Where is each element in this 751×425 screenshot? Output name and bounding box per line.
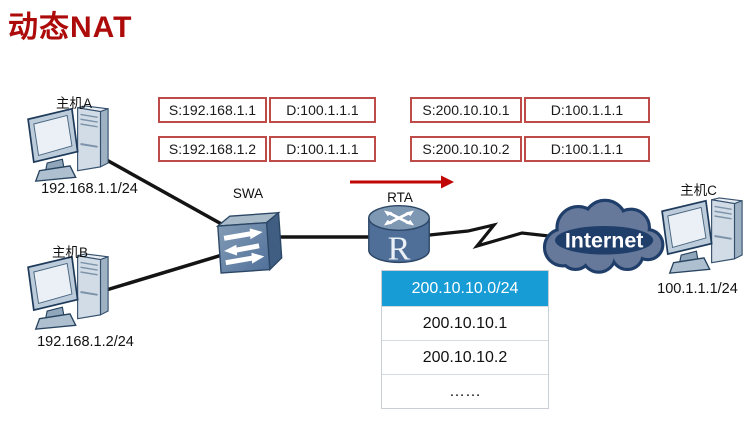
router-label: RTA xyxy=(387,190,413,205)
host-a-label: 主机A xyxy=(55,96,92,111)
packet-src: S:200.10.10.1 xyxy=(410,97,522,123)
host-c-label: 主机C xyxy=(680,183,717,198)
packet-src: S:192.168.1.2 xyxy=(158,136,267,162)
nat-pool-table: 200.10.10.0/24 200.10.10.1 200.10.10.2 …… xyxy=(381,270,549,409)
host-b-ip: 192.168.1.2/24 xyxy=(37,334,134,350)
nat-direction-arrow xyxy=(350,175,454,189)
packet-dst: D:100.1.1.1 xyxy=(524,97,650,123)
packet-before-nat-1: S:192.168.1.1 D:100.1.1.1 xyxy=(158,97,376,123)
router-icon: R xyxy=(368,205,430,268)
internet-cloud: Internet xyxy=(542,198,665,274)
internet-label: Internet xyxy=(565,228,644,252)
host-a-icon xyxy=(24,104,116,184)
packet-dst: D:100.1.1.1 xyxy=(269,136,376,162)
packet-src: S:200.10.10.2 xyxy=(410,136,522,162)
router-letter: R xyxy=(388,231,411,268)
packet-src: S:192.168.1.1 xyxy=(158,97,267,123)
nat-pool-header: 200.10.10.0/24 xyxy=(382,271,548,306)
host-c-icon xyxy=(658,196,750,276)
packet-dst: D:100.1.1.1 xyxy=(269,97,376,123)
page-title: 动态NAT xyxy=(8,11,133,44)
switch-icon xyxy=(215,211,283,274)
packet-after-nat-2: S:200.10.10.2 D:100.1.1.1 xyxy=(410,136,650,162)
host-b-icon xyxy=(24,252,116,332)
packet-after-nat-1: S:200.10.10.1 D:100.1.1.1 xyxy=(410,97,650,123)
nat-pool-row: …… xyxy=(382,374,548,408)
nat-pool-row: 200.10.10.1 xyxy=(382,306,548,340)
host-b-label: 主机B xyxy=(51,245,88,260)
packet-before-nat-2: S:192.168.1.2 D:100.1.1.1 xyxy=(158,136,376,162)
host-c-ip: 100.1.1.1/24 xyxy=(657,281,738,297)
nat-pool-row: 200.10.10.2 xyxy=(382,340,548,374)
host-a-ip: 192.168.1.1/24 xyxy=(41,181,138,197)
switch-label: SWA xyxy=(232,186,264,201)
packet-dst: D:100.1.1.1 xyxy=(524,136,650,162)
